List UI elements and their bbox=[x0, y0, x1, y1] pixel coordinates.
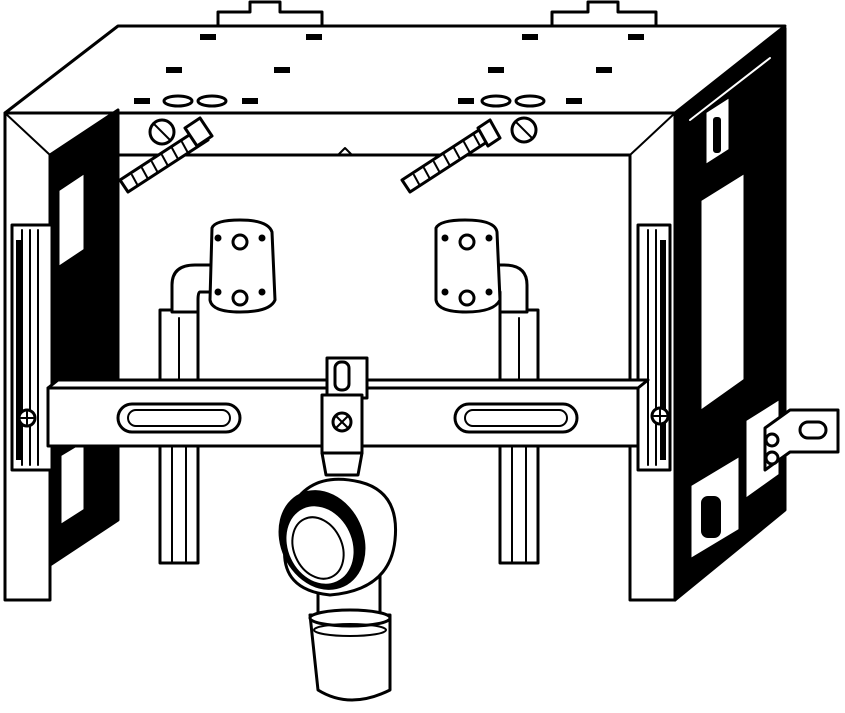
left-side-rail bbox=[10, 223, 54, 472]
water-outlet-elbow-left bbox=[170, 218, 277, 314]
water-outlet-elbow-right bbox=[434, 218, 529, 314]
frame-top-plate bbox=[3, 24, 787, 115]
frame-inner-left-wall bbox=[48, 108, 120, 567]
threaded-rod-right bbox=[400, 116, 538, 194]
frame-front-face bbox=[3, 111, 677, 602]
top-plate-markings bbox=[134, 34, 644, 108]
right-side-rail bbox=[636, 223, 672, 472]
support-leg-left bbox=[158, 308, 200, 565]
center-clamp bbox=[320, 356, 369, 477]
side-mount-bracket bbox=[763, 408, 840, 472]
side-screw-right bbox=[650, 406, 670, 426]
side-screw-left bbox=[17, 408, 37, 428]
threaded-rod-left bbox=[118, 116, 214, 194]
drain-elbow bbox=[278, 477, 398, 702]
frame-right-side-wall bbox=[673, 26, 787, 602]
top-mount-tab-left bbox=[216, 0, 324, 30]
top-mount-tab-right bbox=[550, 0, 658, 30]
